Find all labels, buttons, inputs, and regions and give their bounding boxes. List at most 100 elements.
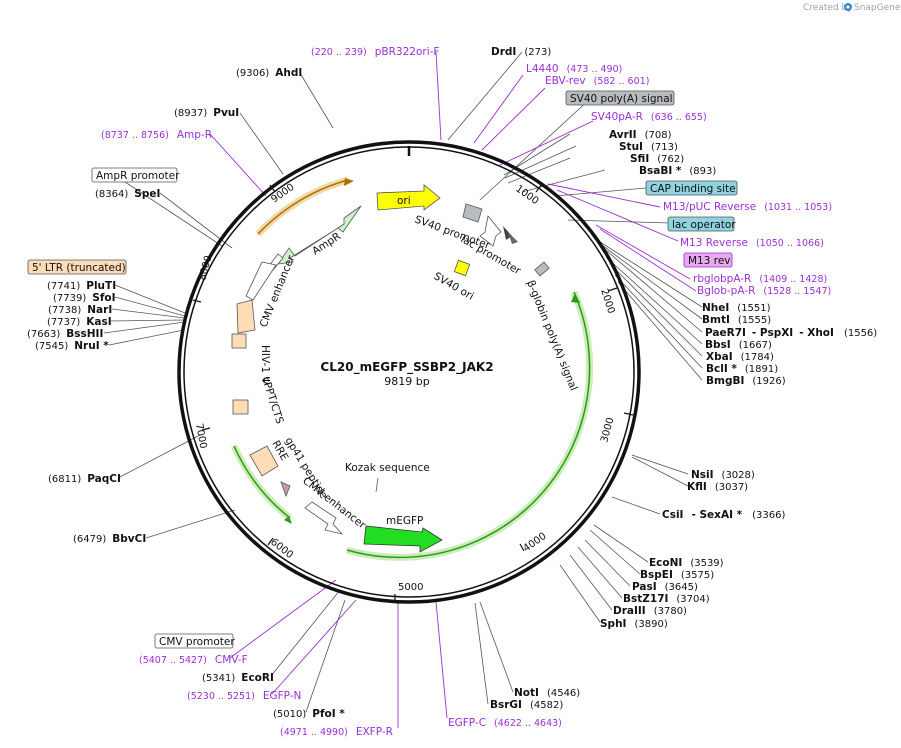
enzyme-pasi[interactable]: PasI: [632, 581, 657, 593]
box-m13-rev-label: M13 rev: [688, 255, 731, 267]
enzyme-bbvci[interactable]: BbvCI: [112, 533, 146, 545]
enzyme-xhoi[interactable]: - XhoI: [799, 327, 834, 339]
enzyme-nsii-pos: (3028): [722, 470, 755, 481]
primer-l4440[interactable]: L4440: [526, 63, 559, 75]
enzyme-ahdi[interactable]: AhdI: [275, 67, 302, 79]
box-cap-binding-label: CAP binding site: [650, 183, 736, 195]
enzyme-nsii[interactable]: NsiI: [691, 469, 714, 481]
tick-marks: [192, 183, 634, 602]
enzyme-bcli[interactable]: BclI *: [706, 363, 737, 375]
enzyme-avrii-pos: (708): [645, 130, 672, 141]
primer-egfp-c-pos: (4622 .. 4643): [494, 718, 562, 729]
svg-text:StuI(713): StuI(713): [619, 141, 678, 153]
ori-feature[interactable]: [376, 184, 441, 211]
primer-pbr322ori-f-pos: (220 .. 239): [311, 47, 367, 58]
primer-rbglobpa-r[interactable]: rbglobpA-R: [693, 273, 751, 285]
sv40-promoter-feature[interactable]: [462, 203, 483, 223]
enzyme-bsabi[interactable]: BsaBI *: [639, 165, 682, 177]
box-5ltr[interactable]: [27, 259, 127, 275]
enzyme-econi[interactable]: EcoNI: [649, 557, 682, 569]
primer-egfp-n[interactable]: EGFP-N: [263, 690, 302, 702]
enzyme-avrii[interactable]: AvrII: [609, 129, 637, 141]
svg-text:(4971 .. 4990)EXFP-R: (4971 .. 4990)EXFP-R: [280, 726, 393, 738]
cmv-enhancer-bottom-feature[interactable]: [304, 501, 344, 535]
megfp-feature[interactable]: [363, 525, 443, 553]
box-ampr-promoter[interactable]: [91, 167, 178, 183]
enzyme-kasi[interactable]: KasI: [86, 316, 111, 328]
enzyme-ecori[interactable]: EcoRI: [241, 672, 274, 684]
cmv-enhancer-left-feature[interactable]: [245, 261, 277, 301]
svg-text:(5010)PfoI *: (5010)PfoI *: [273, 708, 345, 720]
backbone-outer: [177, 140, 641, 604]
box-lac-operator[interactable]: [667, 216, 735, 232]
box-m13-rev[interactable]: [683, 252, 733, 268]
primer-ebv-rev[interactable]: EBV-rev: [545, 75, 586, 87]
svg-text:(8364)SpeI: (8364)SpeI: [95, 188, 160, 200]
svg-text:BclI *(1891): BclI *(1891): [706, 363, 778, 375]
svg-text:AvrII(708): AvrII (708): [609, 129, 672, 141]
primer-pbr322ori-f[interactable]: pBR322ori-F: [375, 46, 440, 58]
enzyme-pluti[interactable]: PluTI: [86, 280, 116, 292]
enzyme-drdi[interactable]: DrdI: [491, 46, 516, 58]
primer-exfp-r[interactable]: EXFP-R: [356, 726, 393, 738]
lac-promoter-feature[interactable]: [479, 215, 502, 247]
primer-m13-reverse[interactable]: M13 Reverse: [680, 237, 748, 249]
ampr-label: AmpR: [310, 230, 343, 257]
enzyme-noti[interactable]: NotI: [514, 687, 539, 699]
ltr-feature[interactable]: [236, 299, 256, 334]
enzyme-kfli[interactable]: KflI: [687, 481, 707, 493]
enzyme-sexai[interactable]: - SexAI *: [691, 509, 742, 521]
rre-feature[interactable]: [249, 445, 279, 477]
primer-leader-lines: [209, 51, 697, 728]
enzyme-bsshii[interactable]: BssHII: [66, 328, 103, 340]
primer-sv40pa-r[interactable]: SV40pA-R: [591, 111, 643, 123]
box-cap-binding[interactable]: [645, 180, 738, 196]
svg-text:(7738)NarI: (7738)NarI: [48, 304, 112, 316]
enzyme-stui[interactable]: StuI: [619, 141, 643, 153]
svg-text:(7545)NruI *: (7545)NruI *: [35, 340, 109, 352]
primer-m13-puc-reverse[interactable]: M13/pUC Reverse: [663, 201, 756, 213]
enzyme-bspei[interactable]: BspEI: [640, 569, 673, 581]
cppt-cts-feature[interactable]: [232, 399, 249, 415]
primer-egfp-n-pos: (5230 .. 5251): [187, 691, 255, 702]
enzyme-nhei[interactable]: NheI: [702, 302, 729, 314]
primer-amp-r[interactable]: Amp-R: [177, 129, 212, 141]
enzyme-draiii[interactable]: DraIII: [613, 605, 646, 617]
enzyme-sphi[interactable]: SphI: [600, 618, 626, 630]
enzyme-xbai[interactable]: XbaI: [706, 351, 733, 363]
enzyme-nrui[interactable]: NruI *: [74, 340, 109, 352]
enzyme-bsrgi[interactable]: BsrGI: [490, 699, 522, 711]
hiv-psi-feature[interactable]: [231, 333, 247, 349]
enzyme-sfoi[interactable]: SfoI: [92, 292, 115, 304]
created-by-label: Created by: [803, 3, 853, 13]
enzyme-sexai-pos: (3366): [752, 510, 785, 521]
enzyme-bmgbi[interactable]: BmgBI: [706, 375, 744, 387]
enzyme-pspxi[interactable]: - PspXI: [752, 327, 793, 339]
primer-egfp-c[interactable]: EGFP-C: [448, 717, 486, 729]
sv40-ori-feature[interactable]: [453, 259, 471, 277]
svg-text:(8937)PvuI: (8937)PvuI: [174, 107, 239, 119]
enzyme-paqci[interactable]: PaqCI: [87, 473, 121, 485]
enzyme-csii[interactable]: CsiI: [662, 509, 683, 521]
box-cmv-promoter[interactable]: [154, 633, 234, 649]
box-sv40-polya[interactable]: [565, 90, 675, 106]
primer-bglob-pa-r[interactable]: Bglob-pA-R: [697, 285, 755, 297]
enzyme-bbvci-pos: (6479): [73, 534, 106, 545]
enzyme-nari[interactable]: NarI: [87, 304, 112, 316]
enzyme-bsshii-pos: (7663): [27, 329, 60, 340]
enzyme-paer7i[interactable]: PaeR7I: [705, 327, 746, 339]
beta-globin-feature[interactable]: [534, 261, 550, 277]
gp41-feature[interactable]: [280, 481, 291, 498]
enzyme-bbsi[interactable]: BbsI: [705, 339, 731, 351]
enzyme-spei[interactable]: SpeI: [134, 188, 160, 200]
enzyme-pvui[interactable]: PvuI: [213, 107, 239, 119]
primer-cmv-f[interactable]: CMV-F: [215, 654, 248, 666]
tick-label-5000: 5000: [398, 582, 423, 593]
primer-sv40pa-r-pos: (636 .. 655): [651, 112, 707, 123]
sv40-ori-label: SV40 ori: [432, 270, 476, 303]
enzyme-pasi-pos: (3645): [665, 582, 698, 593]
enzyme-sfii[interactable]: SfiI: [630, 153, 649, 165]
enzyme-bmti[interactable]: BmtI: [702, 314, 730, 326]
enzyme-bstz17i[interactable]: BstZ17I: [623, 593, 668, 605]
enzyme-pfoi[interactable]: PfoI *: [312, 708, 345, 720]
